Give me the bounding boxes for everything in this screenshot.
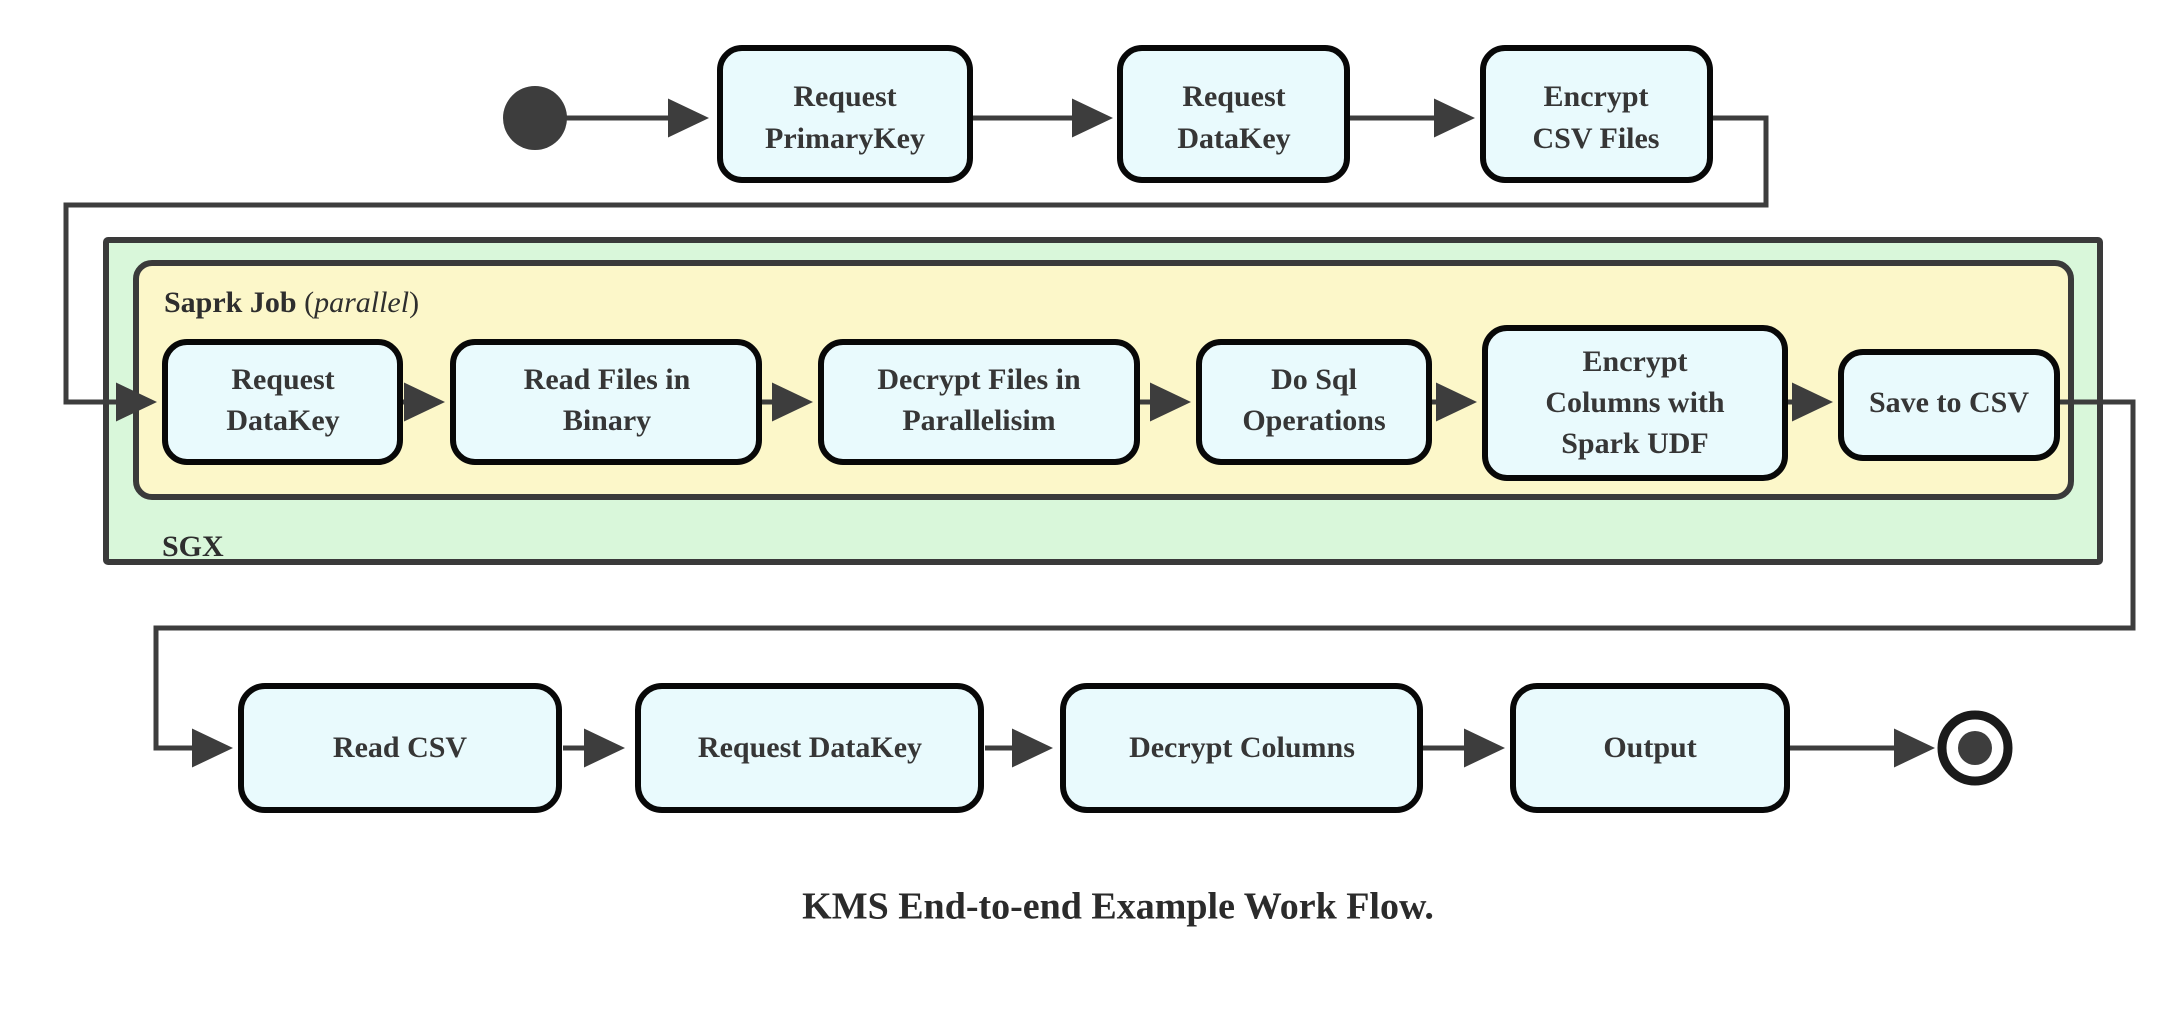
end-node-ring <box>1937 710 2013 786</box>
node-decrypt-files-in-parallelisim-box[interactable] <box>818 339 1140 465</box>
node-read-files-in-binary-line2: Binary <box>563 404 651 437</box>
node-read-files-in-binary-line1: Read Files in <box>524 363 691 396</box>
node-request-datakey-bottom-line1: Request DataKey <box>698 731 922 764</box>
node-encrypt-csv-files[interactable]: Encrypt CSV Files <box>1480 45 1713 183</box>
node-encrypt-columns-with-spark-udf[interactable]: Encrypt Columns with Spark UDF <box>1482 325 1788 481</box>
node-request-datakey-spark[interactable]: Request DataKey <box>162 339 403 465</box>
node-read-csv[interactable]: Read CSV <box>238 683 562 813</box>
node-request-datakey-spark-line1: Request <box>231 363 334 396</box>
diagram-caption: KMS End-to-end Example Work Flow. <box>802 886 1434 928</box>
sgx-label: SGX <box>162 530 224 563</box>
node-decrypt-columns[interactable]: Decrypt Columns <box>1060 683 1423 813</box>
edge-save-csv-to-read-csv <box>153 399 2136 768</box>
node-read-csv-box[interactable] <box>238 683 562 813</box>
end-node <box>1937 710 2013 786</box>
node-request-datakey-top-line1: Request <box>1182 80 1285 113</box>
start-node-dot <box>503 86 567 150</box>
node-request-datakey-top-line2: DataKey <box>1177 122 1290 155</box>
node-decrypt-files-in-parallelisim-line1: Decrypt Files in <box>877 363 1081 396</box>
node-decrypt-files-in-parallelisim[interactable]: Decrypt Files in Parallelisim <box>818 339 1140 465</box>
node-do-sql-operations[interactable]: Do Sql Operations <box>1196 339 1432 465</box>
node-encrypt-csv-files-line1: Encrypt <box>1544 80 1649 113</box>
end-node-core <box>1958 731 1992 765</box>
node-encrypt-columns-with-spark-udf-line2: Columns with <box>1545 386 1725 419</box>
node-output-box[interactable] <box>1510 683 1790 813</box>
spark-job-label: Saprk Job (parallel) <box>164 286 419 319</box>
node-encrypt-columns-with-spark-udf-line1: Encrypt <box>1583 345 1688 378</box>
spark-job-label-paren-open: ( <box>304 286 314 319</box>
node-request-primarykey-line2: PrimaryKey <box>765 122 925 155</box>
start-node <box>503 86 567 150</box>
node-request-datakey-top[interactable]: Request DataKey <box>1117 45 1350 183</box>
spark-job-label-bold: Saprk Job <box>164 286 297 319</box>
node-save-to-csv[interactable]: Save to CSV <box>1838 349 2060 461</box>
node-read-csv-line1: Read CSV <box>333 731 468 764</box>
node-encrypt-columns-with-spark-udf-box[interactable] <box>1482 325 1788 481</box>
node-save-to-csv-line1: Save to CSV <box>1869 386 2029 419</box>
spark-job-label-italic: parallel <box>312 286 409 319</box>
node-request-datakey-spark-box[interactable] <box>162 339 403 465</box>
node-encrypt-csv-files-box[interactable] <box>1480 45 1713 183</box>
node-request-datakey-spark-line2: DataKey <box>226 404 339 437</box>
node-read-files-in-binary-box[interactable] <box>450 339 762 465</box>
edge-encrypt-csv-to-spark-request-datakey <box>63 115 1769 422</box>
node-request-primarykey[interactable]: Request PrimaryKey <box>717 45 973 183</box>
node-request-primarykey-line1: Request <box>793 80 896 113</box>
node-do-sql-operations-box[interactable] <box>1196 339 1432 465</box>
node-request-datakey-bottom-box[interactable] <box>635 683 984 813</box>
node-encrypt-csv-files-line2: CSV Files <box>1533 122 1660 155</box>
node-output[interactable]: Output <box>1510 683 1790 813</box>
node-decrypt-columns-box[interactable] <box>1060 683 1423 813</box>
node-read-files-in-binary[interactable]: Read Files in Binary <box>450 339 762 465</box>
node-decrypt-columns-line1: Decrypt Columns <box>1129 731 1355 764</box>
node-request-datakey-bottom[interactable]: Request DataKey <box>635 683 984 813</box>
node-output-line1: Output <box>1603 731 1696 764</box>
node-save-to-csv-box[interactable] <box>1838 349 2060 461</box>
node-do-sql-operations-line2: Operations <box>1242 404 1385 437</box>
node-encrypt-columns-with-spark-udf-line3: Spark UDF <box>1561 427 1709 460</box>
node-do-sql-operations-line1: Do Sql <box>1271 363 1357 396</box>
node-request-datakey-top-box[interactable] <box>1117 45 1350 183</box>
node-request-primarykey-box[interactable] <box>717 45 973 183</box>
spark-job-label-paren-close: ) <box>409 286 419 319</box>
node-decrypt-files-in-parallelisim-line2: Parallelisim <box>902 404 1055 437</box>
